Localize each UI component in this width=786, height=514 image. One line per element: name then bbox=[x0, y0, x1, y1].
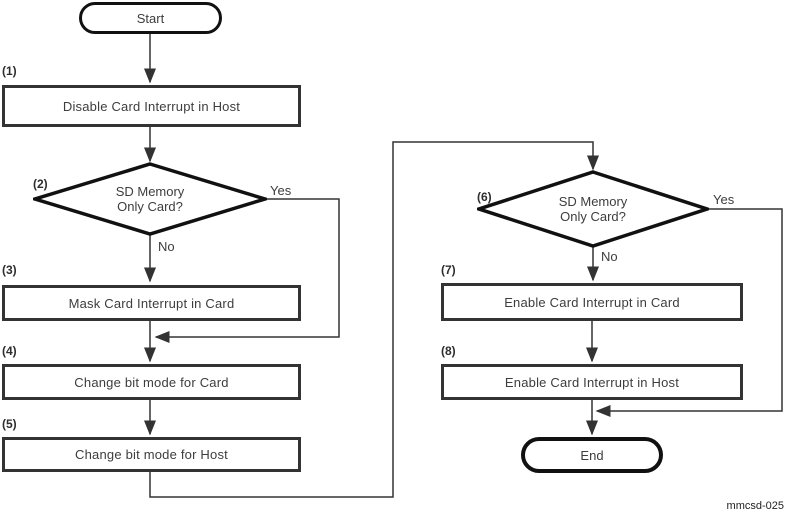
node-step5-label: Change bit mode for Host bbox=[75, 447, 228, 462]
step2-number: (2) bbox=[33, 177, 48, 191]
step8-number: (8) bbox=[441, 344, 456, 358]
node-start-label: Start bbox=[136, 10, 165, 26]
step1-number: (1) bbox=[2, 64, 17, 78]
node-step4: Change bit mode for Card bbox=[2, 364, 301, 400]
step6-yes-label: Yes bbox=[712, 192, 736, 207]
edge-step2-yes bbox=[154, 198, 340, 343]
step6-number: (6) bbox=[477, 190, 492, 204]
step3-number: (3) bbox=[2, 263, 17, 277]
node-step2-decision: SD Memory Only Card? bbox=[33, 162, 267, 236]
node-step8: Enable Card Interrupt in Host bbox=[441, 364, 743, 400]
node-step4-label: Change bit mode for Card bbox=[74, 374, 229, 390]
edge-step5-to-step6 bbox=[149, 141, 599, 498]
node-step1: Disable Card Interrupt in Host bbox=[2, 85, 301, 127]
node-end: End bbox=[521, 437, 663, 473]
node-step6-label: SD Memory Only Card? bbox=[558, 194, 628, 224]
node-step5: Change bit mode for Host bbox=[2, 437, 301, 472]
step7-number: (7) bbox=[441, 263, 456, 277]
node-end-label: End bbox=[580, 447, 604, 463]
node-start: Start bbox=[79, 2, 222, 34]
figure-id: mmcsd-025 bbox=[726, 500, 784, 512]
node-step3: Mask Card Interrupt in Card bbox=[2, 285, 301, 321]
diamond-shape bbox=[477, 170, 709, 248]
step2-yes-label: Yes bbox=[269, 183, 293, 198]
node-step7-label: Enable Card Interrupt in Card bbox=[504, 294, 680, 310]
node-step1-label: Disable Card Interrupt in Host bbox=[62, 98, 241, 114]
step4-number: (4) bbox=[2, 344, 17, 358]
step2-no-label: No bbox=[157, 239, 176, 254]
diamond-shape bbox=[33, 162, 267, 236]
step6-no-label: No bbox=[600, 249, 619, 264]
node-step3-label: Mask Card Interrupt in Card bbox=[68, 295, 235, 311]
node-step2-label: SD Memory Only Card? bbox=[115, 184, 185, 214]
node-step6-decision: SD Memory Only Card? bbox=[477, 170, 709, 248]
edge-step6-yes bbox=[595, 208, 783, 417]
step5-number: (5) bbox=[2, 417, 17, 431]
node-step7: Enable Card Interrupt in Card bbox=[441, 283, 743, 321]
node-step8-label: Enable Card Interrupt in Host bbox=[504, 374, 680, 390]
